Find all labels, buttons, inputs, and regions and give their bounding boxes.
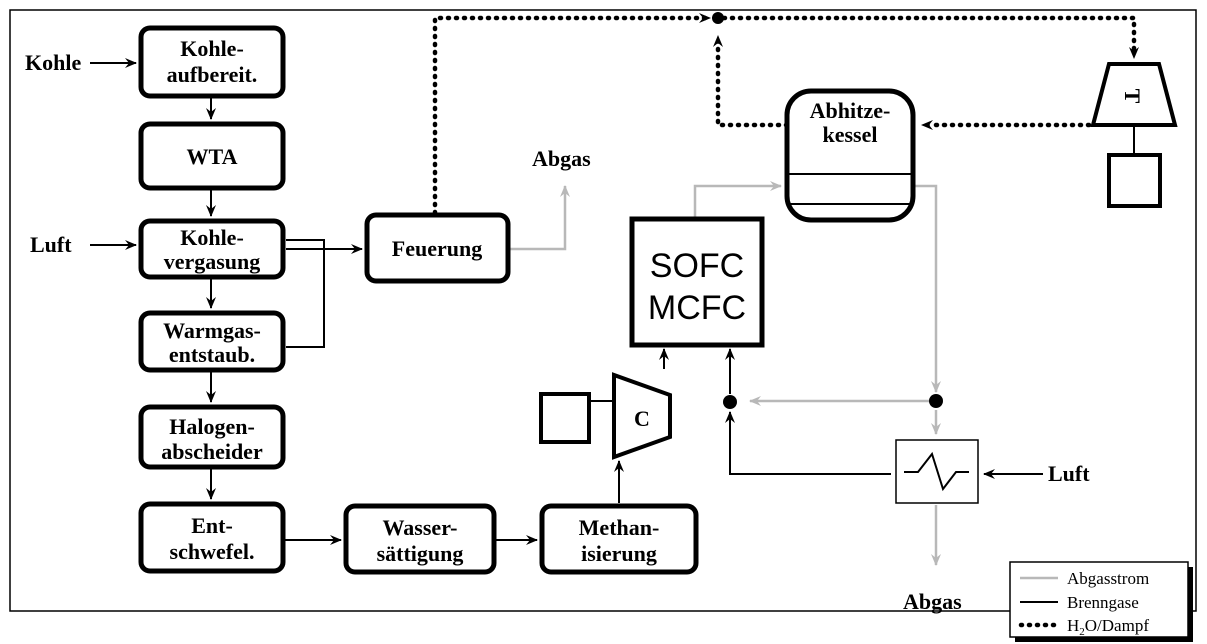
block-warmgasentstaubung: Warmgas- entstaub. — [138, 310, 286, 373]
fuel-lines — [90, 58, 1135, 545]
steam-lines — [432, 13, 1139, 216]
block-fuel-cell: SOFC MCFC — [629, 216, 765, 348]
block-abhitzekessel: Abhitze- kessel — [784, 88, 916, 223]
block-label-line: Wasser- — [383, 515, 458, 540]
stream-label-abgas-bottom: Abgas — [903, 589, 962, 614]
stream-label-kohle: Kohle — [25, 50, 81, 75]
legend: Abgasstrom Brenngase H2O/Dampf — [1009, 561, 1193, 642]
block-label-line: Ent- — [191, 513, 233, 538]
block-feuerung: Feuerung — [364, 212, 511, 284]
block-label-line: kessel — [823, 122, 878, 147]
block-label-line: vergasung — [164, 249, 261, 274]
block-label-line: Warmgas- — [163, 318, 261, 343]
exhaust-lines — [510, 181, 941, 566]
stream-label-luft-left: Luft — [30, 232, 72, 257]
block-label-line: sättigung — [377, 541, 464, 566]
block-label-line: isierung — [581, 541, 657, 566]
stream-label-luft-right: Luft — [1048, 461, 1090, 486]
block-methanisierung: Methan- isierung — [539, 503, 699, 575]
compressor-motor-box — [539, 392, 591, 444]
block-label-line: WTA — [187, 144, 238, 169]
exhaust-split-node — [929, 394, 943, 408]
block-label-line: entstaub. — [169, 342, 255, 367]
diagram-frame — [9, 9, 1197, 612]
block-label-line: Kohle- — [180, 225, 244, 250]
block-wta: WTA — [138, 121, 286, 191]
block-label-line: Abhitze- — [810, 98, 891, 123]
turbine-label: T — [1120, 89, 1145, 104]
heat-exchanger — [895, 439, 979, 504]
block-label-line: Kohle- — [180, 36, 244, 61]
block-label-line: Halogen- — [169, 414, 255, 439]
block-label-line: SOFC — [650, 247, 744, 285]
compressor: C — [539, 372, 672, 460]
steam-junction-node — [712, 12, 724, 24]
block-entschwefelung: Ent- schwefel. — [138, 501, 286, 574]
block-kohleaufbereitung: Kohle- aufbereit. — [138, 25, 286, 99]
legend-label-brenngase: Brenngase — [1067, 593, 1139, 612]
legend-label-dampf: H2O/Dampf — [1067, 616, 1149, 638]
block-label-line: abscheider — [161, 439, 263, 464]
legend-label-abgasstrom: Abgasstrom — [1067, 569, 1149, 588]
turbine-generator-box — [1107, 153, 1162, 208]
stream-label-abgas-top: Abgas — [532, 146, 591, 171]
block-kohlevergasung: Kohle- vergasung — [138, 218, 286, 280]
block-label-line: schwefel. — [170, 539, 255, 564]
fuel-junction-node — [723, 395, 737, 409]
block-label-line: aufbereit. — [167, 62, 258, 87]
turbine: T — [1090, 62, 1178, 208]
block-label-line: MCFC — [648, 289, 746, 327]
block-halogenabscheider: Halogen- abscheider — [138, 404, 286, 470]
block-label-line: Feuerung — [392, 236, 482, 261]
block-wassersaettigung: Wasser- sättigung — [343, 503, 497, 575]
compressor-label: C — [634, 406, 650, 431]
block-label-line: Methan- — [579, 515, 660, 540]
